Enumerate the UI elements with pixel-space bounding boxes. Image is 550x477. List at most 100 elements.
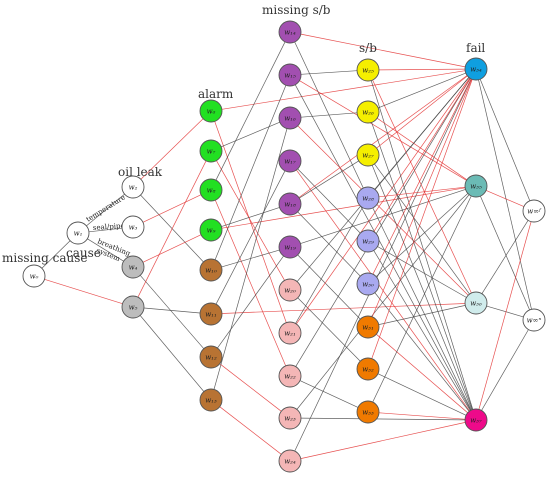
edge-w34-wf — [479, 79, 531, 201]
title-oil-leak: oil leak — [118, 165, 163, 179]
node-w15: w₁₅ — [278, 63, 302, 87]
node-label-wf: w∞ᶠ — [527, 208, 542, 216]
edge-w9-w18 — [221, 207, 280, 227]
node-circle-wf — [522, 199, 546, 223]
node-label-w31: w₃₁ — [362, 324, 374, 332]
edge-w30-w35 — [375, 193, 469, 277]
node-w30: w₃₀ — [356, 272, 380, 296]
node-w16: w₁₆ — [278, 106, 302, 130]
edge-w33-w37 — [378, 412, 466, 420]
edge-w13-w16 — [213, 128, 288, 390]
edge-w6-w34 — [221, 70, 466, 110]
node-circle-w20 — [278, 278, 302, 302]
edge-w22-w33 — [299, 380, 359, 408]
title-missing-sb: missing s/b — [262, 3, 331, 17]
node-circle-w24 — [278, 449, 302, 473]
edge-w34-wn — [478, 79, 532, 310]
edge-w7-w20 — [216, 160, 285, 281]
node-w18: w₁₈ — [278, 192, 302, 216]
edge-w30-w34 — [372, 78, 472, 275]
node-label-w28: w₂₈ — [362, 195, 374, 203]
node-label-w26: w₂₆ — [362, 109, 374, 117]
node-w17: w₁₇ — [278, 149, 302, 173]
node-circle-w26 — [356, 100, 380, 124]
node-w4: w₄ — [121, 255, 145, 279]
node-circle-w22 — [278, 364, 302, 388]
node-circle-w3 — [121, 215, 145, 239]
node-label-wn: w∞ⁿ — [527, 317, 542, 325]
node-label-w18: w₁₈ — [284, 201, 296, 209]
edge-w15-w35 — [299, 80, 467, 181]
node-label-w32: w₃₂ — [362, 366, 374, 374]
node-circle-w2 — [121, 175, 145, 199]
node-label-w19: w₁₉ — [284, 244, 296, 252]
node-label-w1: w₁ — [74, 230, 83, 238]
edge-w8-w14 — [215, 41, 286, 181]
edge-w32-w34 — [371, 79, 473, 359]
node-w9: w₉ — [199, 218, 223, 242]
edge-w27-w37 — [371, 165, 473, 410]
edge-w7-w16 — [221, 121, 280, 148]
edge-w6-w21 — [214, 121, 287, 323]
edge-label-temperature: temperature — [85, 193, 127, 223]
edges-layer — [41, 33, 532, 459]
node-w3: w₃ — [121, 215, 145, 239]
node-label-w11: w₁₁ — [205, 311, 217, 319]
node-circle-w4 — [121, 255, 145, 279]
node-w11: w₁₁ — [199, 302, 223, 326]
node-circle-w35 — [464, 174, 488, 198]
node-w23: w₂₃ — [278, 406, 302, 430]
edge-w10-w15 — [214, 85, 287, 260]
node-circle-w18 — [278, 192, 302, 216]
edge-w1-w2 — [86, 193, 125, 227]
edge-w23-w37 — [300, 417, 466, 421]
edge-w0-w1 — [41, 240, 71, 269]
edge-w5-w11 — [143, 307, 201, 314]
edge-w13-w24 — [219, 406, 282, 455]
node-label-w33: w₃₃ — [362, 409, 374, 417]
node-circle-w36 — [464, 291, 488, 315]
node-circle-w6 — [199, 99, 223, 123]
node-label-w27: w₂₇ — [362, 152, 374, 160]
edge-w35-wn — [480, 195, 530, 311]
column-titles: missing cause cause oil leak alarm missi… — [2, 3, 485, 265]
title-missing-cause: missing cause — [2, 251, 87, 265]
node-w22: w₂₂ — [278, 364, 302, 388]
node-circle-w31 — [356, 315, 380, 339]
node-w36: w₃₆ — [464, 291, 488, 315]
node-circle-w29 — [356, 229, 380, 253]
edge-w26-w35 — [376, 117, 468, 181]
edge-w16-w36 — [297, 125, 469, 296]
node-w24: w₂₄ — [278, 449, 302, 473]
edge-w12-w23 — [219, 363, 282, 412]
node-w31: w₃₁ — [356, 315, 380, 339]
node-circle-w15 — [278, 63, 302, 87]
node-label-w30: w₃₀ — [362, 281, 374, 289]
node-w10: w₁₀ — [199, 258, 223, 282]
node-label-w3: w₃ — [129, 224, 138, 232]
edge-label-seal-pipe: seal/pipe — [93, 222, 125, 232]
edge-w24-w37 — [300, 422, 466, 459]
node-w19: w₁₉ — [278, 235, 302, 259]
node-circle-w7 — [199, 139, 223, 163]
node-label-w22: w₂₂ — [284, 373, 296, 381]
edge-w29-w34 — [373, 78, 471, 232]
title-fail: fail — [466, 41, 485, 55]
edge-w16-w26 — [300, 112, 358, 118]
node-circle-w1 — [66, 221, 90, 245]
edge-w36-wn — [486, 305, 524, 318]
node-label-w6: w₆ — [207, 108, 216, 116]
node-label-w9: w₉ — [207, 227, 216, 235]
node-circle-w9 — [199, 218, 223, 242]
node-label-w15: w₁₅ — [284, 72, 296, 80]
edge-w25-w34 — [378, 68, 466, 71]
edge-w37-wf — [478, 221, 532, 410]
node-label-w16: w₁₆ — [284, 115, 296, 123]
edge-w3-w8 — [142, 194, 202, 223]
edge-w9-w35 — [221, 187, 466, 229]
edge-w29-w36 — [377, 246, 467, 298]
node-label-w21: w₂₁ — [284, 330, 296, 338]
edge-w32-w37 — [377, 373, 467, 416]
edge-w37-wn — [481, 329, 529, 411]
node-circle-w13 — [199, 388, 223, 412]
